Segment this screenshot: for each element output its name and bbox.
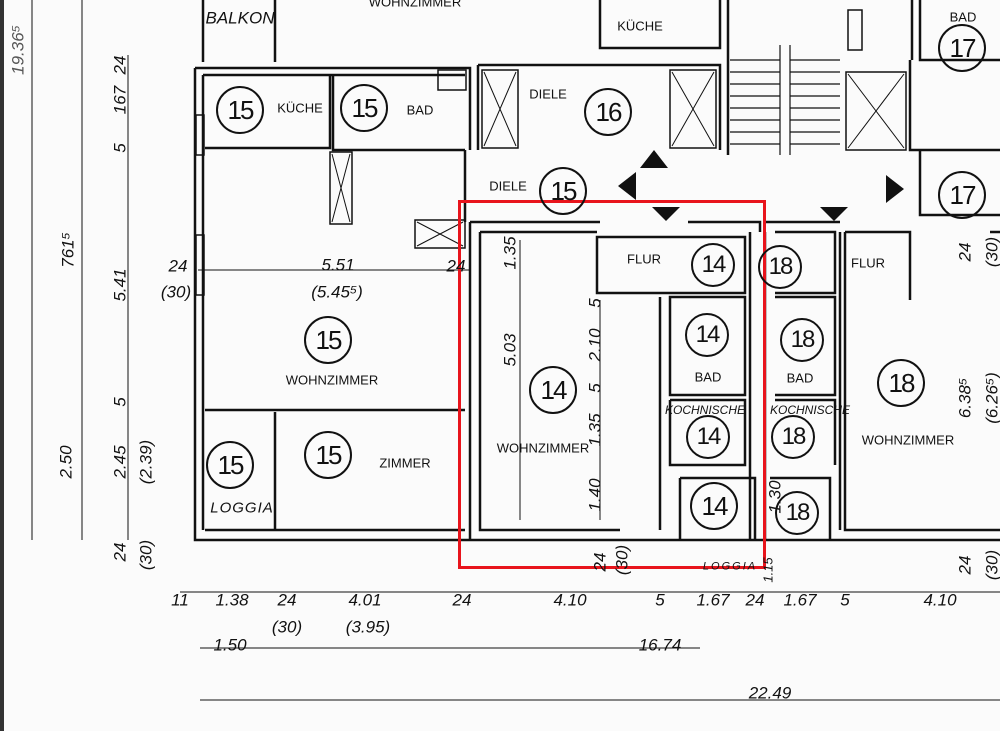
unit-number-badge: 14 bbox=[691, 243, 735, 287]
dimension-label: 24 bbox=[955, 242, 975, 262]
room-label-loggia-15: LOGGIA bbox=[210, 499, 274, 517]
room-label-wohnzimmer-18: WOHNZIMMER bbox=[861, 432, 955, 448]
dimension-label: 24 bbox=[168, 256, 188, 276]
entrance-arrow-icon bbox=[652, 207, 680, 221]
room-label-wohnzimmer-top: WOHNZIMMER bbox=[368, 0, 462, 10]
unit-number-badge: 15 bbox=[216, 86, 264, 134]
dimension-label: 1.30 bbox=[765, 480, 785, 514]
dimension-label: 2.10 bbox=[585, 328, 605, 362]
dimension-label: 24 bbox=[110, 542, 130, 562]
dimension-label: 5.03 bbox=[500, 333, 520, 367]
room-label-loggia-14: LOGGIA bbox=[702, 560, 758, 573]
dimension-label: 24 bbox=[110, 55, 130, 75]
unit-number-badge: 18 bbox=[775, 491, 819, 535]
dimension-label: (6.26⁵) bbox=[982, 372, 1000, 424]
room-label-bad-18: BAD bbox=[786, 370, 814, 386]
dimension-label: (30) bbox=[612, 544, 632, 576]
room-label-wohnzimmer-14: WOHNZIMMER bbox=[496, 440, 590, 456]
room-label-wohnzimmer-15: WOHNZIMMER bbox=[285, 372, 379, 388]
room-label-flur-18: FLUR bbox=[851, 255, 885, 271]
entrance-arrow-icon bbox=[820, 207, 848, 221]
unit-number-badge: 14 bbox=[686, 415, 730, 459]
unit-number-badge: 14 bbox=[685, 313, 729, 357]
dimension-label: (2.39) bbox=[136, 439, 156, 485]
dimension-label: 5 bbox=[585, 298, 605, 308]
dimension-label: 22.49 bbox=[748, 683, 792, 703]
room-label-bad-17: BAD bbox=[949, 9, 977, 25]
dimension-label: (30) bbox=[982, 236, 1000, 268]
dimension-label: 1.67 bbox=[696, 590, 730, 610]
unit-number-badge: 17 bbox=[938, 24, 986, 72]
dimension-label: 761⁵ bbox=[58, 232, 78, 268]
unit-number-badge: 18 bbox=[758, 245, 802, 289]
dimension-label: 24 bbox=[745, 590, 765, 610]
entrance-arrow-icon bbox=[640, 150, 668, 168]
dimension-label: (30) bbox=[136, 539, 156, 571]
dimension-label: 5 bbox=[585, 383, 605, 393]
unit-number-badge: 15 bbox=[304, 316, 352, 364]
unit-number-badge: 18 bbox=[771, 415, 815, 459]
dimension-label: 1.40 bbox=[585, 478, 605, 512]
dimension-label: 4.10 bbox=[923, 590, 957, 610]
dimension-label: 5.51 bbox=[321, 255, 355, 275]
dimension-label: 1.67 bbox=[783, 590, 817, 610]
entrance-arrow-icon bbox=[886, 175, 904, 203]
dimension-label: 6.38⁵ bbox=[955, 377, 975, 419]
room-label-kueche-top: KÜCHE bbox=[617, 18, 663, 34]
unit-number-badge: 15 bbox=[304, 431, 352, 479]
dimension-label: (3.95) bbox=[345, 617, 391, 637]
unit-number-badge: 17 bbox=[938, 171, 986, 219]
unit-number-badge: 14 bbox=[529, 366, 577, 414]
unit-number-badge: 15 bbox=[340, 84, 388, 132]
unit-number-badge: 15 bbox=[539, 167, 587, 215]
dimension-label: 24 bbox=[277, 590, 297, 610]
unit-number-badge: 15 bbox=[206, 441, 254, 489]
dimension-label: 24 bbox=[446, 256, 466, 276]
unit-number-badge: 16 bbox=[584, 88, 632, 136]
dimension-label: 24 bbox=[452, 590, 472, 610]
dimension-label: 1.35 bbox=[585, 413, 605, 447]
dimension-label: (30) bbox=[982, 549, 1000, 581]
dimension-label: 2.45 bbox=[110, 445, 130, 479]
room-label-diele-16: DIELE bbox=[529, 86, 567, 102]
dimension-label: 1.35 bbox=[500, 236, 520, 270]
dimension-label: (30) bbox=[160, 282, 192, 302]
room-label-bad-14: BAD bbox=[694, 369, 722, 385]
unit-number-badge: 18 bbox=[877, 359, 925, 407]
dimension-label: 2.50 bbox=[56, 445, 76, 479]
room-label-diele-15: DIELE bbox=[489, 178, 527, 194]
unit-number-badge: 18 bbox=[780, 318, 824, 362]
dimension-label: 167 bbox=[110, 85, 130, 115]
dimension-label: 4.01 bbox=[348, 590, 382, 610]
highlighted-unit-14[interactable] bbox=[458, 200, 766, 569]
room-label-kochnische-14: KOCHNISCHE bbox=[664, 403, 746, 417]
dimension-label: 5.41 bbox=[110, 268, 130, 302]
dimension-label: 5 bbox=[110, 397, 130, 407]
dimension-label: 1.38 bbox=[215, 590, 249, 610]
dimension-label: 5 bbox=[840, 590, 850, 610]
dimension-label: 1.15 bbox=[760, 557, 776, 583]
dimension-label: (30) bbox=[271, 617, 303, 637]
dimension-label: 4.10 bbox=[553, 590, 587, 610]
room-label-bad-15: BAD bbox=[406, 102, 434, 118]
dimension-label: 16.74 bbox=[638, 635, 682, 655]
unit-number-badge: 14 bbox=[690, 482, 738, 530]
dimension-label: 5 bbox=[110, 143, 130, 153]
dimension-label: 24 bbox=[955, 555, 975, 575]
dimension-label: 24 bbox=[590, 552, 610, 572]
room-label-balkon: BALKON bbox=[205, 8, 275, 28]
room-label-kochnische-18: KOCHNISCHE bbox=[769, 403, 851, 417]
room-label-kueche-15: KÜCHE bbox=[277, 100, 323, 116]
room-label-flur-14: FLUR bbox=[627, 251, 661, 267]
dimension-label: 5 bbox=[655, 590, 665, 610]
dimension-label: 1.50 bbox=[213, 635, 247, 655]
entrance-arrow-icon bbox=[618, 172, 636, 200]
dimension-label: 19.36⁵ bbox=[8, 25, 28, 75]
room-label-zimmer-15: ZIMMER bbox=[379, 455, 431, 471]
dimension-label: (5.45⁵) bbox=[311, 282, 363, 302]
dimension-label: 11 bbox=[171, 590, 189, 610]
